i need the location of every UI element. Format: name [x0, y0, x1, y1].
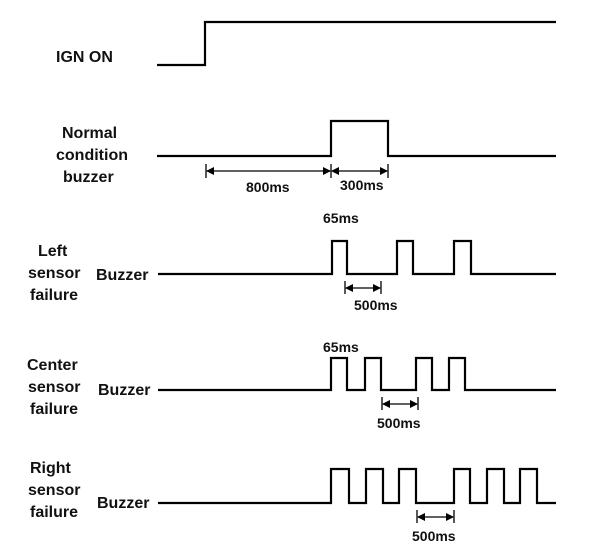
center-pulse-label: 65ms	[323, 339, 359, 355]
ign-label: IGN ON	[56, 49, 113, 66]
left-row: Left sensor failure Buzzer 65ms 500ms	[28, 210, 556, 313]
right-label-line-3: failure	[30, 504, 78, 521]
left-waveform	[158, 239, 556, 276]
left-period-label: 500ms	[354, 297, 398, 313]
normal-waveform	[157, 119, 556, 158]
center-buzzer-label: Buzzer	[98, 382, 150, 399]
normal-dim-300-label: 300ms	[340, 177, 384, 193]
normal-row: Normal condition buzzer 800ms 300ms	[56, 119, 556, 195]
right-period-label: 500ms	[412, 528, 456, 544]
right-waveform	[158, 467, 556, 505]
left-label-line-1: Left	[38, 243, 68, 260]
normal-label-line-2: condition	[56, 147, 128, 164]
right-label-line-1: Right	[30, 460, 72, 477]
center-label-line-1: Center	[27, 357, 78, 374]
right-buzzer-label: Buzzer	[97, 495, 149, 512]
normal-dim-800-label: 800ms	[246, 179, 290, 195]
center-waveform	[158, 356, 556, 392]
center-period-label: 500ms	[377, 415, 421, 431]
ign-row: IGN ON	[56, 20, 556, 67]
left-pulse-label: 65ms	[323, 210, 359, 226]
center-label-line-3: failure	[30, 401, 78, 418]
left-buzzer-label: Buzzer	[96, 267, 148, 284]
right-label-line-2: sensor	[28, 482, 80, 499]
center-label-line-2: sensor	[28, 379, 80, 396]
center-row: Center sensor failure Buzzer 65ms 500ms	[27, 339, 556, 431]
normal-label-line-3: buzzer	[63, 169, 114, 186]
left-label-line-2: sensor	[28, 265, 80, 282]
right-row: Right sensor failure Buzzer 500ms	[28, 460, 556, 544]
left-label-line-3: failure	[30, 287, 78, 304]
ign-waveform	[157, 20, 556, 67]
normal-label-line-1: Normal	[62, 125, 117, 142]
